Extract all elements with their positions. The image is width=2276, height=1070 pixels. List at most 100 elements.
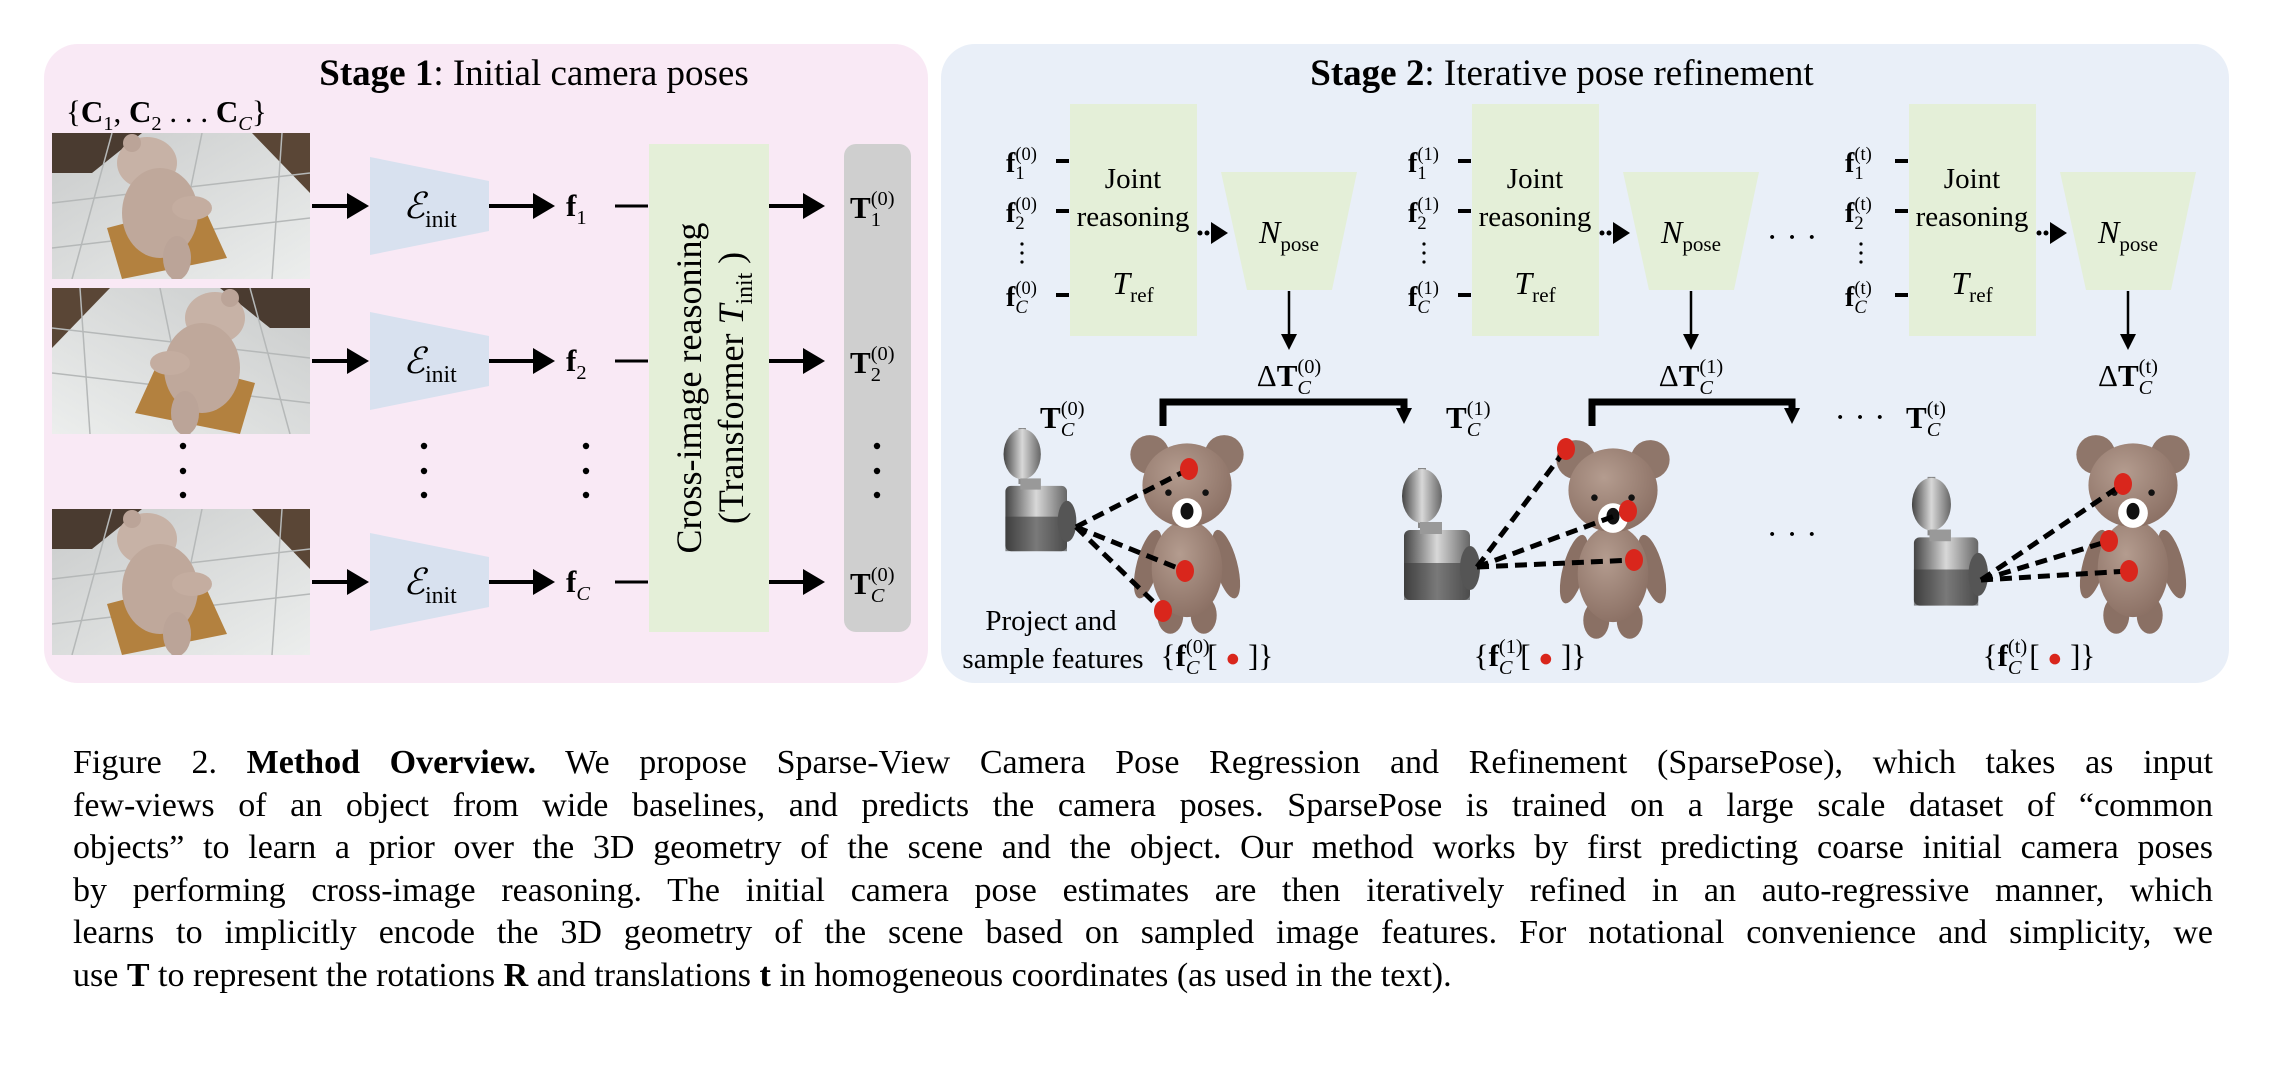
math-part: [ (1513, 638, 1539, 673)
math-part: (1) (1699, 356, 1723, 378)
initial-pose-label: T(0)C​ (850, 564, 895, 607)
caption-text: by performing cross-image reasoning. The… (73, 871, 2213, 909)
math-part: (0) (1015, 144, 1037, 165)
math-part: f (566, 564, 577, 599)
math-part: T (850, 345, 871, 380)
feature-tick (1056, 159, 1069, 163)
sampled-point (1180, 458, 1198, 480)
math-part: C (81, 94, 103, 129)
math-part: f (1845, 148, 1855, 179)
feature-label: f2​ (566, 343, 587, 384)
refinement-block: f(t)1​f(t)2​f(t)C​JointreasoningTref​Npo… (1845, 104, 2196, 399)
vertical-ellipsis (1859, 260, 1863, 264)
feature-label: f(t)1​ (1845, 144, 1872, 183)
dotted-arrow (1204, 230, 1210, 236)
projection-ray (1075, 524, 1186, 574)
sampled-point (1557, 438, 1575, 460)
dotted-arrow (1599, 230, 1605, 236)
sampled-point (2120, 560, 2138, 582)
projection-ray (1980, 568, 2130, 583)
encoder-to-feature-arrow-head (533, 569, 555, 595)
feature-label: f(t)C​ (1845, 278, 1872, 317)
math-part: C (1015, 297, 1028, 317)
math-part: (1) (1499, 636, 1523, 658)
sampled-point (2100, 530, 2118, 552)
math-part: { (1983, 638, 1998, 673)
initial-pose-label: T(0)1​ (850, 188, 895, 231)
caption-text: objects” to learn a prior over the 3D ge… (73, 829, 2213, 867)
math-part: C (2008, 657, 2022, 679)
math-part: ) (711, 252, 751, 273)
math-part: (1) (1467, 398, 1491, 420)
encoder-block (370, 533, 489, 631)
math-part: N (1660, 214, 1684, 250)
initial-pose-column (844, 144, 911, 632)
dotted-arrow (2043, 230, 2049, 236)
math-part: ] (2062, 638, 2080, 673)
transformer-to-pose-arrow-head (803, 348, 825, 374)
projection-ray (1476, 557, 1635, 570)
dotted-arrow-head (1613, 222, 1630, 244)
math-part: [ (2022, 638, 2048, 673)
projection-ray (1074, 525, 1165, 613)
input-image-c (52, 509, 310, 655)
math-part: init (425, 207, 457, 233)
pose-ellipsis: · · · (1835, 399, 1886, 436)
math-part: (t) (2139, 356, 2158, 378)
math-part: ℰ (403, 562, 428, 602)
dotted-arrow-head (2050, 222, 2067, 244)
math-part: C (238, 113, 252, 135)
figure-caption: Figure 2. Method Overview. We propose Sp… (73, 742, 2213, 998)
projection-ray (1074, 466, 1191, 530)
math-part: f (1998, 638, 2009, 673)
sampled-point (1625, 549, 1643, 571)
dotted-arrow (2036, 230, 2042, 236)
caption-text: Method Overview. (246, 744, 537, 781)
math-part: C (1061, 419, 1075, 441)
npose-label: Npose​ (2097, 214, 2158, 256)
encoder-block (370, 157, 489, 255)
refinement-block: f(1)1​f(1)2​f(1)C​JointreasoningTref​Npo… (1408, 104, 1759, 399)
sampled-point (1619, 500, 1637, 522)
math-part: C (129, 94, 151, 129)
encoder-block (370, 312, 489, 410)
math-part: 1 (576, 207, 586, 229)
tref-label: Tref​ (1112, 265, 1154, 307)
caption-text: T (126, 956, 150, 994)
joint-reasoning-block (1472, 104, 1599, 336)
math-part: f (1845, 282, 1855, 313)
math-part: init (425, 362, 457, 388)
transformer-label-line2: (Transformer Tinit ) (711, 252, 758, 524)
tref-label: Tref​ (1514, 265, 1556, 307)
feature-label: f1​ (566, 188, 587, 229)
math-part: f (1006, 198, 1016, 229)
math-part: } (1571, 638, 1586, 673)
npose-label: Npose​ (1660, 214, 1721, 256)
math-part: Δ (1257, 358, 1277, 393)
projection-rays (1074, 447, 2130, 613)
math-part: [ (1200, 638, 1226, 673)
math-part: (0) (1015, 278, 1037, 299)
update-arrow-0 (1159, 398, 1408, 426)
vertical-ellipsis (1859, 251, 1863, 255)
vertical-ellipsis (1422, 260, 1426, 264)
feature-tick (1895, 293, 1908, 297)
dotted-arrow (1197, 230, 1203, 236)
math-part: C (1467, 419, 1481, 441)
transformer-to-pose-arrow-head (803, 569, 825, 595)
stage2-title: Stage 2: Iterative pose refinement (1310, 53, 1814, 94)
image-to-encoder-arrow-head (347, 193, 369, 219)
caption-text: learns to implicitly encode the 3D geome… (73, 914, 2213, 952)
caption-text: to represent the rotations (149, 956, 504, 994)
caption-text: in homogeneous coordinates (as used in t… (770, 956, 1452, 994)
image-to-encoder-arrow-head (347, 348, 369, 374)
math-part: C (1699, 377, 1713, 399)
math-part: f (1845, 198, 1855, 229)
math-part: { (66, 94, 81, 129)
math-part: T (1514, 265, 1534, 301)
math-part: } (1258, 638, 1273, 673)
stage2-title-bold: Stage 2 (1310, 53, 1424, 94)
sampled-point (1154, 600, 1172, 622)
stage1-title-bold: Stage 1 (319, 53, 433, 94)
encoder-to-feature-arrow-head (533, 348, 555, 374)
